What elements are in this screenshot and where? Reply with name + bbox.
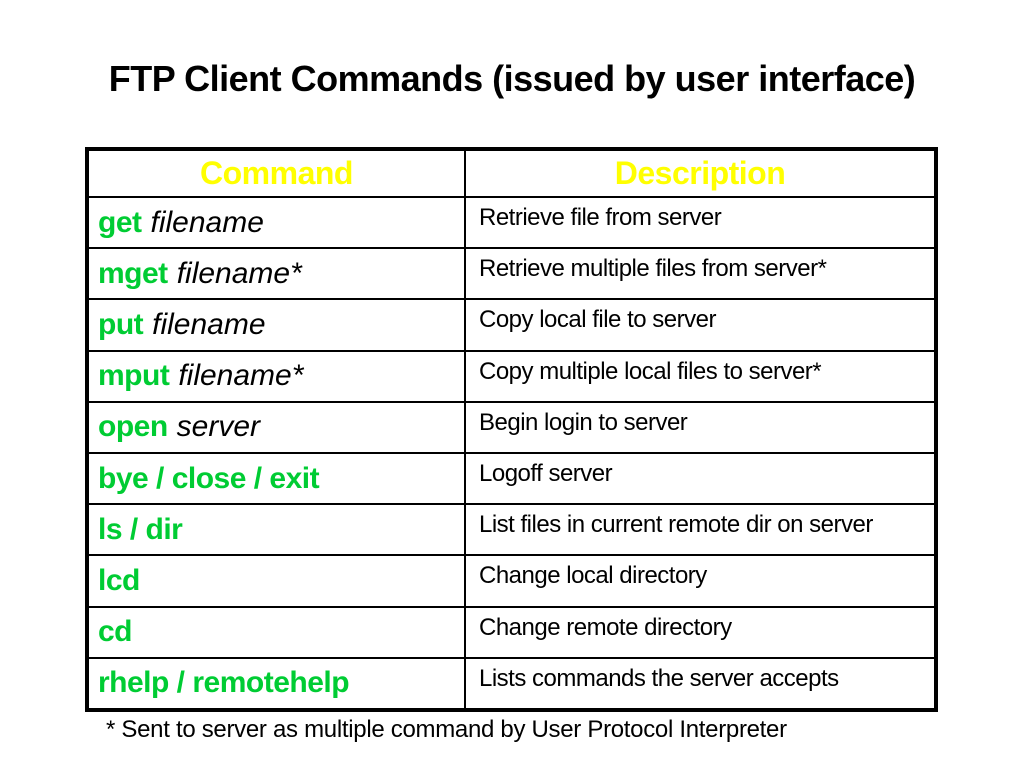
table-row: rhelp / remotehelp Lists commands the se…	[89, 656, 934, 708]
command-text: mput	[98, 359, 170, 393]
table-row: bye / close / exit Logoff server	[89, 451, 934, 504]
command-text: get	[98, 205, 142, 239]
description-cell: Change local directory	[479, 562, 707, 590]
footnote: * Sent to server as multiple command by …	[106, 716, 787, 743]
table-row: get filename Retrieve file from server	[89, 196, 934, 248]
description-cell: Change remote directory	[479, 613, 732, 641]
header-cell-description: Description	[614, 155, 786, 192]
command-text: put	[98, 307, 144, 341]
table-row: cd Change remote directory	[89, 605, 934, 657]
description-cell: Begin login to server	[479, 408, 688, 436]
description-cell: Retrieve file from server	[479, 204, 722, 231]
command-cell: lcd	[89, 556, 466, 606]
command-cell: cd	[89, 607, 466, 657]
command-argument: filename	[152, 307, 266, 341]
table-row: mget filename* Retrieve multiple files f…	[89, 247, 934, 299]
command-cell: get filename	[89, 198, 466, 248]
table-row: lcd Change local directory	[89, 554, 934, 606]
command-text: cd	[98, 615, 133, 649]
command-text: bye / close / exit	[98, 461, 320, 495]
command-argument: filename	[150, 205, 264, 239]
command-text: ls / dir	[98, 512, 183, 546]
command-cell: mput filename*	[89, 351, 466, 401]
table-row: ls / dir List files in current remote di…	[89, 503, 934, 555]
command-text: open	[98, 410, 168, 444]
command-cell: ls / dir	[89, 505, 466, 555]
command-cell: open server	[89, 402, 466, 452]
description-cell: Logoff server	[479, 459, 613, 487]
description-cell: Copy multiple local files to server*	[479, 357, 822, 385]
command-cell: bye / close / exit	[89, 453, 466, 504]
ftp-commands-table: Command Description get filename Retriev…	[85, 147, 938, 712]
command-text: lcd	[98, 563, 140, 597]
command-argument: filename*	[176, 256, 302, 290]
description-cell: List files in current remote dir on serv…	[479, 511, 873, 539]
command-argument: server	[176, 410, 261, 444]
table-row: mput filename* Copy multiple local files…	[89, 349, 934, 401]
command-cell: mget filename*	[89, 249, 466, 299]
command-text: rhelp / remotehelp	[98, 666, 350, 700]
command-text: mget	[98, 256, 168, 290]
description-cell: Retrieve multiple files from server*	[479, 255, 827, 283]
description-cell: Lists commands the server accepts	[479, 664, 839, 692]
description-cell: Copy local file to server	[479, 306, 716, 334]
table-header-row: Command Description	[89, 151, 934, 196]
table-row: open server Begin login to server	[89, 400, 934, 452]
page-title: FTP Client Commands (issued by user inte…	[108, 58, 916, 99]
header-cell-command: Command	[89, 151, 466, 196]
command-cell: put filename	[89, 300, 466, 350]
command-cell: rhelp / remotehelp	[89, 658, 466, 708]
table-row: put filename Copy local file to server	[89, 298, 934, 350]
command-argument: filename*	[178, 359, 304, 393]
